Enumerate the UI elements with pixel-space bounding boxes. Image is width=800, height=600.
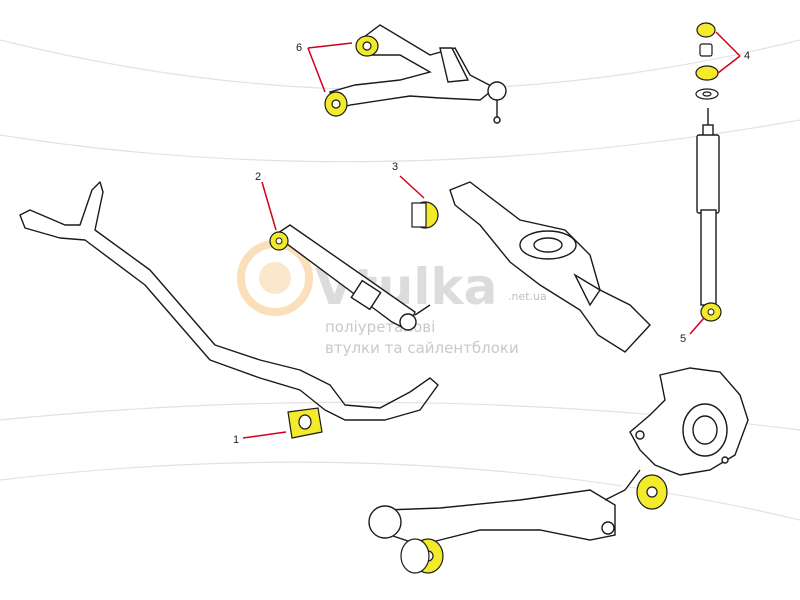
watermark-domain: .net.ua [508, 290, 547, 303]
knuckle [629, 367, 749, 476]
shock-absorber [696, 108, 720, 306]
bushing-4b [695, 65, 719, 81]
stabilizer-bar [19, 181, 439, 421]
trailing-arm [449, 181, 651, 353]
leader-3 [399, 175, 425, 199]
lower-arm [368, 469, 641, 546]
lower-arm-bushings [400, 474, 668, 574]
strut-top-bushings [695, 22, 719, 100]
spacer-4 [699, 43, 713, 57]
stabilizer-bushing-1 [287, 407, 323, 439]
upper-arm-bushings [324, 35, 379, 117]
callout-3: 3 [392, 161, 398, 173]
leader-2 [261, 181, 277, 231]
upper-control-arm [329, 24, 507, 124]
watermark-tagline-1: поліуретанові [325, 318, 435, 336]
bushing-4a [696, 22, 716, 38]
watermark-tagline-2: втулки та сайлентблоки [325, 339, 519, 357]
callout-2: 2 [255, 171, 261, 183]
leader-1 [242, 431, 287, 439]
lateral-link [273, 224, 431, 331]
leader-4 [715, 31, 741, 74]
callout-5: 5 [680, 333, 686, 345]
leader-6 [307, 42, 353, 93]
callout-1: 1 [233, 434, 239, 446]
leader-5 [689, 317, 705, 335]
callout-6: 6 [296, 42, 302, 54]
watermark-logo-dot [259, 262, 291, 294]
callout-4: 4 [744, 50, 750, 62]
